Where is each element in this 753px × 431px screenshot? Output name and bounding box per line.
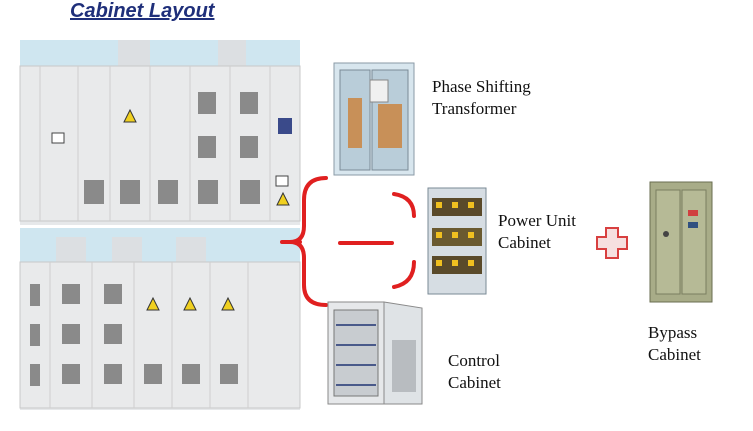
- phase-shifting-transformer-label: Phase Shifting Transformer: [432, 76, 531, 120]
- power-unit-cabinet-label: Power Unit Cabinet: [498, 210, 576, 254]
- bypass-cabinet-label: Bypass Cabinet: [648, 322, 701, 366]
- power-unit-cabinet-image: [427, 187, 487, 295]
- control-cabinet-image: [327, 301, 423, 405]
- label-line: Cabinet: [448, 373, 501, 392]
- bypass-cabinet-image: [649, 181, 713, 303]
- label-line: Bypass: [648, 323, 698, 342]
- label-line: Power Unit: [498, 211, 576, 230]
- control-cabinet-label: Control Cabinet: [448, 350, 501, 394]
- plus-icon: [596, 227, 628, 259]
- label-line: Phase Shifting: [432, 77, 531, 96]
- page-title: Cabinet Layout: [70, 0, 215, 22]
- label-line: Transformer: [432, 99, 517, 118]
- grouping-brace: [280, 176, 416, 307]
- label-line: Cabinet: [648, 345, 701, 364]
- phase-shifting-transformer-image: [333, 62, 415, 176]
- lower-cabinet-row-image: [19, 228, 301, 410]
- label-line: Cabinet: [498, 233, 551, 252]
- upper-cabinet-row-image: [19, 40, 301, 225]
- label-line: Control: [448, 351, 500, 370]
